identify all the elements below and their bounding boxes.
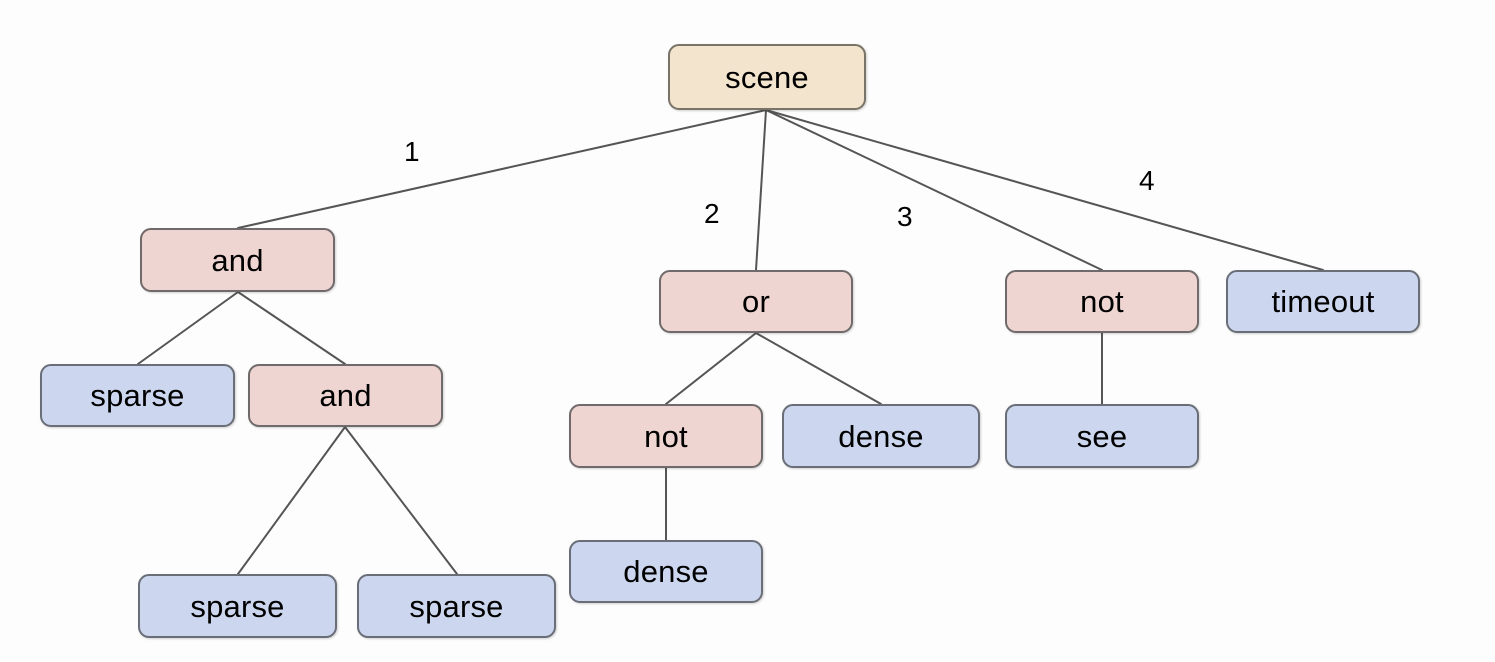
tree-node-label: and: [319, 378, 372, 413]
tree-node-label: sparse: [90, 378, 185, 413]
tree-node-see[interactable]: see: [1005, 404, 1199, 468]
edge-label-4: 4: [1139, 165, 1155, 196]
tree-node-not2[interactable]: not: [569, 404, 763, 468]
tree-edge-and2-to-sparse3: [344, 426, 458, 575]
tree-edge-or1-to-dense1: [755, 332, 882, 405]
tree-node-and2[interactable]: and: [248, 364, 443, 427]
tree-node-label: dense: [838, 418, 924, 454]
edge-label-2: 2: [704, 198, 720, 229]
tree-node-dense2[interactable]: dense: [569, 540, 763, 603]
tree-node-label: timeout: [1271, 284, 1375, 319]
tree-node-scene[interactable]: scene: [668, 44, 866, 110]
tree-node-or1[interactable]: or: [659, 270, 853, 333]
tree-node-label: sparse: [409, 588, 504, 624]
tree-node-timeout[interactable]: timeout: [1226, 270, 1420, 333]
tree-edge-and2-to-sparse2: [237, 426, 346, 575]
edge-label-1: 1: [404, 136, 420, 167]
tree-node-label: dense: [623, 554, 709, 589]
tree-node-label: and: [211, 242, 264, 278]
tree-node-label: sparse: [190, 588, 285, 624]
tree-edge-scene-to-timeout: [765, 109, 1324, 271]
tree-node-label: not: [644, 418, 688, 454]
tree-node-label: or: [742, 284, 770, 319]
tree-node-label: not: [1080, 284, 1124, 319]
tree-node-sparse1[interactable]: sparse: [40, 364, 235, 427]
tree-node-label: see: [1076, 418, 1128, 454]
tree-edge-or1-to-not2: [665, 332, 757, 405]
tree-node-dense1[interactable]: dense: [782, 404, 980, 468]
tree-node-and1[interactable]: and: [140, 228, 335, 292]
tree-node-label: scene: [725, 59, 809, 95]
tree-node-sparse2[interactable]: sparse: [138, 574, 337, 638]
edge-label-3: 3: [897, 201, 913, 232]
tree-edge-and1-to-sparse1: [137, 291, 239, 365]
tree-edge-scene-to-or1: [755, 109, 767, 271]
tree-edge-scene-to-and1: [237, 109, 767, 229]
tree-node-sparse3[interactable]: sparse: [357, 574, 556, 638]
tree-node-not1[interactable]: not: [1005, 270, 1199, 333]
tree-edge-scene-to-not1: [765, 109, 1103, 271]
tree-edge-and1-to-and2: [237, 291, 346, 365]
